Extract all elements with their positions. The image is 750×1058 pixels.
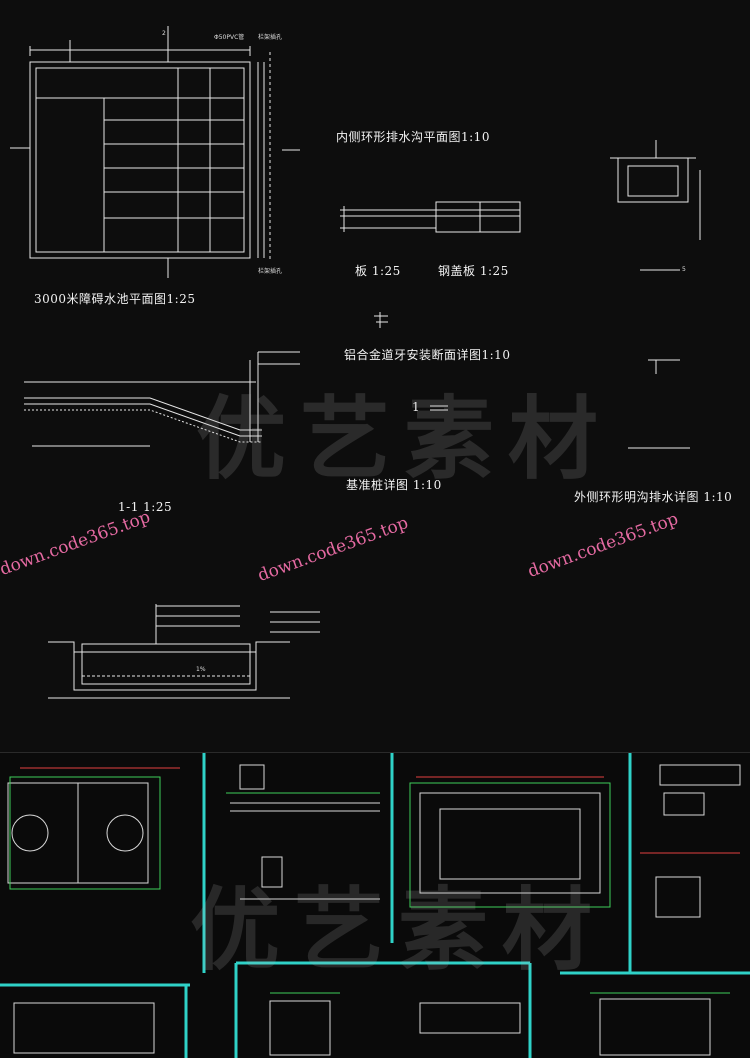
- label-rail-hole-top: 栏架插孔: [258, 34, 283, 41]
- marker-1: 1: [412, 400, 421, 414]
- label-rail-hole-bottom: 栏架插孔: [258, 268, 283, 275]
- section-1-1-drawing: [48, 604, 320, 699]
- green-details: [9, 776, 730, 994]
- white-details: [7, 764, 741, 1056]
- watermark-brand-top: 优艺素材: [196, 387, 612, 492]
- top-drawing-panel: 内侧环形排水沟平面图1:10 板 1:25 钢盖板 1:25 3000米障碍水池…: [0, 26, 733, 699]
- marker-5: 5: [682, 266, 686, 273]
- label-outer-drain: 外侧环形明沟排水详图 1:10: [574, 490, 733, 504]
- label-plate: 板 1:25: [355, 264, 401, 278]
- label-curb-section: 铝合金道牙安装断面详图1:10: [344, 348, 511, 362]
- label-slope: 1%: [196, 666, 206, 673]
- bottom-drawing-panel: 优艺素材: [0, 752, 750, 1058]
- cyan-frames: [0, 753, 750, 1058]
- marker-2: 2: [162, 30, 166, 37]
- pile-detail-drawing: [430, 405, 448, 411]
- label-steel-cover: 钢盖板 1:25: [438, 264, 509, 278]
- label-section-1-1: 1-1 1:25: [118, 500, 173, 514]
- label-inner-drain-plan: 内侧环形排水沟平面图1:10: [336, 130, 490, 144]
- label-pool-plan: 3000米障碍水池平面图1:25: [34, 292, 196, 306]
- label-pvc: Φ50PVC管: [214, 34, 245, 41]
- cad-linework-top: [10, 26, 701, 699]
- pool-plan-drawing: [10, 26, 300, 278]
- curb-section-drawing: [24, 351, 300, 447]
- label-pile-detail: 基准桩详图 1:10: [346, 478, 442, 492]
- cad-linework-bottom: [0, 753, 750, 1058]
- rail-symbol: [374, 312, 388, 328]
- watermark-brand-bottom: 优艺素材: [190, 878, 606, 983]
- outer-drain-drawing: [610, 140, 701, 449]
- steel-cover-drawing: [340, 201, 521, 233]
- red-details: [20, 767, 740, 854]
